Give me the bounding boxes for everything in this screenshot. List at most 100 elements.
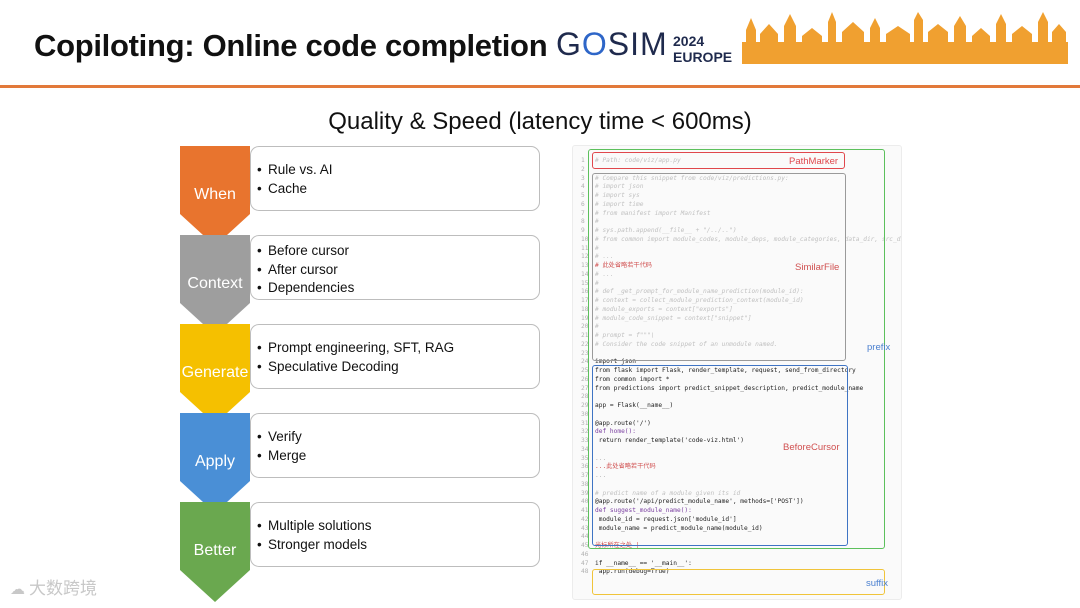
logo-year: 2024 [673, 33, 705, 49]
stage-chevron-when: When [180, 146, 250, 246]
line-number: 28 [581, 393, 589, 401]
line-number: 35 [581, 454, 589, 462]
line-text: # module_code_snippet = context["snippet… [595, 314, 752, 322]
stage-item: Rule vs. AI [257, 161, 539, 180]
line-number: 19 [581, 314, 589, 322]
line-text: # Consider the code snippet of an unmodu… [595, 340, 778, 348]
line-text: # prompt = f"""\ [595, 332, 655, 339]
line-number: 37 [581, 472, 589, 479]
line-number: 1 [581, 157, 585, 164]
logo-region: EUROPE [673, 49, 733, 65]
line-number: 34 [581, 445, 589, 453]
code-line: 10# from common import module_codes, mod… [581, 235, 901, 245]
line-text: # [595, 218, 599, 226]
code-line: 16# def _get_prompt_for_module_name_pred… [581, 287, 804, 297]
stage-items: Rule vs. AICache [257, 161, 539, 198]
slide-subtitle: Quality & Speed (latency time < 600ms) [328, 108, 752, 135]
code-line: 40 @app.route('/api/predict_module_name',… [581, 497, 804, 507]
line-number: 6 [581, 200, 585, 208]
line-number: 40 [581, 498, 589, 506]
line-text: # import json [595, 183, 644, 191]
code-line: 32 def home(): [581, 427, 636, 437]
line-number: 22 [581, 340, 589, 348]
stage-item: Prompt engineering, SFT, RAG [257, 339, 539, 358]
logo-letter-g: G [556, 26, 582, 62]
line-number: 10 [581, 235, 589, 243]
code-line: 1# Path: code/viz/app.py [581, 156, 681, 166]
stage-item: Multiple solutions [257, 517, 539, 536]
code-line: 43 module_name = predict_module_name(mod… [581, 524, 763, 534]
code-line: 2 [581, 165, 595, 175]
similar-file-label: SimilarFile [795, 262, 840, 273]
line-text: from flask import Flask, render_template… [595, 367, 856, 374]
stage-label: Generate [181, 364, 249, 381]
stage-label: When [194, 186, 236, 203]
header-divider [0, 85, 1080, 88]
stage-chevron-generate: Generate [180, 324, 250, 424]
line-text: # 此处省略若干代码 [595, 262, 652, 269]
line-number: 4 [581, 183, 585, 191]
line-text: module_id = request.json['module_id'] [595, 515, 737, 523]
code-line: 31@app.route('/') [581, 419, 651, 429]
line-text: ...此处省略若干代码 [595, 463, 656, 471]
code-line: 30 [581, 410, 595, 420]
line-number: 11 [581, 244, 589, 252]
stage-items: VerifyMerge [257, 428, 539, 465]
watermark: ☁大数跨境 [10, 574, 97, 599]
line-number: 26 [581, 375, 589, 383]
line-text: # [595, 323, 599, 331]
code-line: 6# import time [581, 200, 643, 210]
stage-label: Apply [194, 453, 236, 470]
stage-items: Multiple solutionsStronger models [257, 517, 539, 554]
line-number: 32 [581, 428, 589, 436]
line-number: 21 [581, 332, 589, 339]
line-text: # context = collect_module_prediction_co… [595, 297, 804, 304]
stage-item: Stronger models [257, 536, 539, 555]
code-line: 20# [581, 322, 599, 332]
line-number: 43 [581, 524, 589, 532]
line-text: ... [595, 472, 607, 479]
stage-item: Speculative Decoding [257, 358, 539, 377]
line-text: # [595, 279, 599, 287]
line-text: # sys.path.append(__file__ + "/../..") [595, 227, 737, 234]
code-line: 42 module_id = request.json['module_id'] [581, 515, 737, 525]
stage-label: Context [187, 275, 243, 292]
line-text: @app.route('/api/predict_module_name', m… [595, 498, 804, 506]
line-text: # def _get_prompt_for_module_name_predic… [595, 288, 804, 296]
code-line: 39# predict name of a module given its i… [581, 489, 740, 499]
line-number: 7 [581, 209, 585, 217]
line-text: # import sys [595, 192, 640, 199]
slide-header: Copiloting: Online code completion GOSIM… [0, 0, 1080, 88]
code-line: 44 [581, 532, 595, 542]
watermark-logo-icon: ☁ [10, 581, 25, 598]
gosim-logo: GOSIM [556, 26, 668, 63]
code-line: 21 # prompt = f"""\ [581, 331, 655, 341]
code-line: 11# [581, 244, 599, 254]
line-text: return render_template('code-viz.html') [595, 437, 745, 444]
line-number: 38 [581, 480, 589, 488]
line-number: 13 [581, 262, 589, 269]
line-number: 9 [581, 227, 585, 234]
line-number: 14 [581, 270, 589, 278]
line-text: def home(): [595, 428, 636, 436]
code-line: 12 # ... [581, 252, 614, 262]
stage-item: Before cursor [257, 242, 539, 261]
line-text: # ... [595, 253, 614, 261]
prefix-label: prefix [867, 342, 891, 353]
line-text: # ... [595, 270, 614, 278]
line-number: 12 [581, 253, 589, 261]
line-text: # from manifest import Manifest [595, 209, 711, 217]
line-number: 29 [581, 402, 589, 409]
code-line: 35... [581, 454, 606, 464]
line-text: module_name = predict_module_name(module… [595, 524, 763, 532]
line-text: from predictions import predict_snippet_… [595, 384, 864, 392]
code-line: 22 # Consider the code snippet of an unmo… [581, 340, 778, 350]
stage-item: Dependencies [257, 279, 539, 298]
code-line: 38 [581, 480, 595, 490]
code-line: 14 # ... [581, 270, 614, 280]
before-cursor-label: BeforeCursor [783, 442, 840, 453]
line-number: 24 [581, 358, 589, 366]
line-text: # module_exports = context["exports"] [595, 305, 733, 313]
